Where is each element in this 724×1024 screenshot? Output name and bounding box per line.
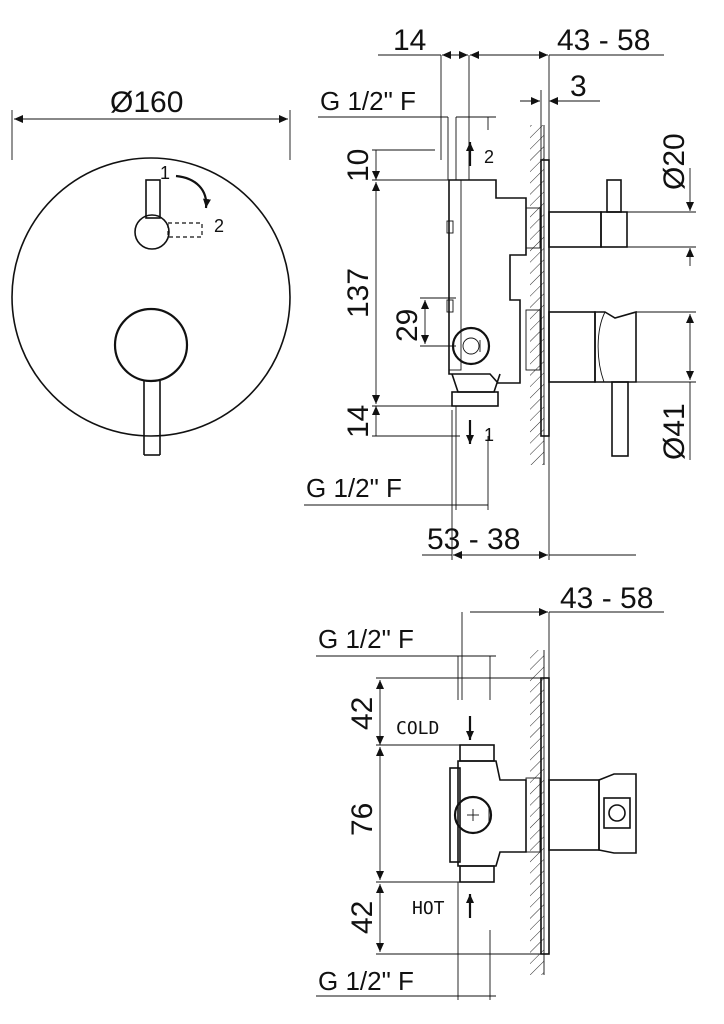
bottom-thread-top: G 1/2" F (318, 624, 414, 654)
side-dia-41: Ø41 (658, 403, 691, 460)
side-dim-3: 3 (570, 70, 587, 103)
bottom-mixer-handle (548, 773, 637, 854)
front-diameter-label: Ø160 (110, 86, 183, 119)
bottom-dim-42-bottom: 42 (346, 901, 379, 934)
side-thread-top: G 1/2" F (320, 86, 416, 116)
hot-label: HOT (412, 898, 445, 919)
side-dim-10: 10 (342, 149, 375, 182)
bottom-valve-body (449, 744, 541, 883)
front-view: Ø160 1 2 (11, 86, 291, 456)
diverter-position-1: 1 (160, 163, 170, 183)
side-dim-14-bottom: 14 (342, 405, 375, 438)
diverter-position-2: 2 (214, 216, 224, 236)
side-dim-53-38: 53 - 38 (427, 523, 520, 556)
side-outlet-2: 2 (484, 147, 494, 167)
valve-body (448, 179, 527, 384)
side-thread-bottom: G 1/2" F (306, 473, 402, 503)
bottom-dim-42-top: 42 (346, 697, 379, 730)
side-dia-20: Ø20 (658, 133, 691, 190)
cold-label: COLD (396, 718, 439, 739)
bottom-dim-43-58: 43 - 58 (560, 582, 653, 615)
side-dim-137: 137 (342, 268, 375, 318)
side-outlet-1: 1 (484, 425, 494, 445)
side-dim-29: 29 (391, 309, 424, 342)
side-diverter (548, 179, 628, 248)
side-faceplate (540, 159, 550, 437)
side-view: 14 43 - 58 3 G 1/2" F 2 10 137 14 (304, 24, 696, 560)
bottom-wall-hatch (530, 650, 544, 975)
bottom-dim-76: 76 (346, 803, 379, 836)
side-dim-43-58-top: 43 - 58 (557, 24, 650, 57)
mixer-lever (113, 307, 189, 456)
faceplate-circle (11, 157, 291, 437)
bottom-thread-bottom: G 1/2" F (318, 966, 414, 996)
wall-hatch (530, 125, 544, 465)
side-mixer-handle (548, 310, 637, 457)
bottom-view: 43 - 58 G 1/2" F 42 76 42 COLD HOT G 1/2… (316, 582, 664, 1000)
diverter-knob: 1 2 (134, 163, 224, 250)
side-dim-14-top: 14 (393, 24, 426, 57)
